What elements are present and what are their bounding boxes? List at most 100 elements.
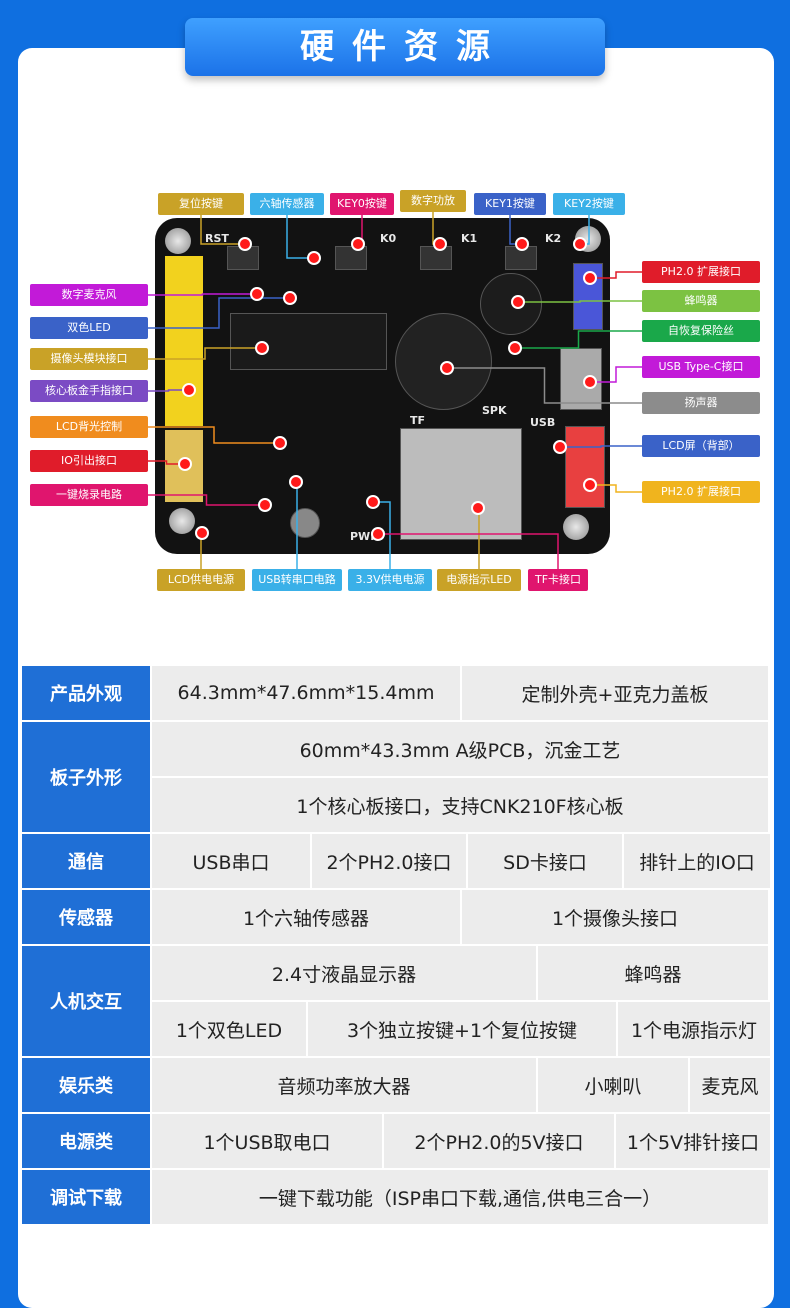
marker-dot-lcdbl xyxy=(273,436,287,450)
marker-dot-key2 xyxy=(573,237,587,251)
label-amp: 数字功放 xyxy=(400,190,466,212)
silk-rst: RST xyxy=(205,232,229,245)
pin-header-top xyxy=(165,256,203,426)
label-io: IO引出接口 xyxy=(30,450,148,472)
table-cell: 60mm*43.3mm A级PCB，沉金工艺 xyxy=(152,722,768,776)
label-typec: USB Type-C接口 xyxy=(642,356,760,378)
table-header: 调试下载 xyxy=(22,1170,150,1224)
table-cell: 定制外壳+亚克力盖板 xyxy=(462,666,768,720)
silk-spk: SPK xyxy=(482,404,507,417)
table-cell: 音频功率放大器 xyxy=(152,1058,536,1112)
callout-line-cam xyxy=(148,347,262,360)
callout-line-tf xyxy=(378,533,559,569)
silk-usb: USB xyxy=(530,416,556,429)
core-board-slot xyxy=(230,313,387,370)
callout-line-ph1 xyxy=(590,271,642,279)
table-header: 人机交互 xyxy=(22,946,150,1056)
table-cell: 小喇叭 xyxy=(538,1058,688,1112)
marker-dot-led2 xyxy=(283,291,297,305)
label-lcd: LCD屏（背部） xyxy=(642,435,760,457)
callout-line-burn xyxy=(148,494,265,506)
marker-dot-amp xyxy=(433,237,447,251)
marker-dot-key1 xyxy=(515,237,529,251)
marker-dot-key0 xyxy=(351,237,365,251)
label-fuse: 自恢复保险丝 xyxy=(642,320,760,342)
callout-line-typec xyxy=(590,366,642,383)
label-led2: 双色LED xyxy=(30,317,148,339)
callout-line-mic xyxy=(148,293,257,296)
callout-line-lcd xyxy=(560,445,642,448)
screw-icon xyxy=(165,228,191,254)
marker-dot-buzzer xyxy=(511,295,525,309)
marker-dot-ph1 xyxy=(583,271,597,285)
marker-dot-lcd xyxy=(553,440,567,454)
mic-icon xyxy=(290,508,320,538)
marker-dot-reset xyxy=(238,237,252,251)
callout-line-reset xyxy=(200,215,245,245)
table-cell: 1个摄像头接口 xyxy=(462,890,768,944)
label-v33: 3.3V供电电源 xyxy=(348,569,432,591)
table-header: 传感器 xyxy=(22,890,150,944)
table-cell: 2个PH2.0接口 xyxy=(312,834,466,888)
callout-line-led2 xyxy=(148,297,290,329)
table-header: 产品外观 xyxy=(22,666,150,720)
callout-line-imu xyxy=(286,215,314,259)
label-lcdbl: LCD背光控制 xyxy=(30,416,148,438)
marker-dot-burn xyxy=(258,498,272,512)
silk-k2: K2 xyxy=(545,232,562,245)
silk-k1: K1 xyxy=(461,232,478,245)
callout-line-fuse xyxy=(515,330,642,349)
label-key2: KEY2按键 xyxy=(553,193,625,215)
tf-card-slot xyxy=(400,428,522,540)
callout-line-buzzer xyxy=(518,300,642,303)
silk-tf: TF xyxy=(410,414,426,427)
label-buzzer: 蜂鸣器 xyxy=(642,290,760,312)
label-key0: KEY0按键 xyxy=(330,193,394,215)
table-cell: 麦克风 xyxy=(690,1058,770,1112)
label-pwrled: 电源指示LED xyxy=(437,569,521,591)
table-header: 板子外形 xyxy=(22,722,150,832)
label-ph1: PH2.0 扩展接口 xyxy=(642,261,760,283)
ph-connector-red xyxy=(565,426,605,508)
label-imu: 六轴传感器 xyxy=(250,193,324,215)
marker-dot-tf xyxy=(371,527,385,541)
callout-line-pwrled xyxy=(478,507,480,569)
marker-dot-imu xyxy=(307,251,321,265)
table-cell: 1个电源指示灯 xyxy=(618,1002,770,1056)
marker-dot-cam xyxy=(255,341,269,355)
table-header: 娱乐类 xyxy=(22,1058,150,1112)
board-image: RST K0 K1 K2 USB SPK TF PWR xyxy=(155,218,610,554)
callout-line-io xyxy=(148,460,185,465)
label-burn: 一键烧录电路 xyxy=(30,484,148,506)
label-tf: TF卡接口 xyxy=(528,569,588,591)
marker-dot-ph2 xyxy=(583,478,597,492)
table-cell: SD卡接口 xyxy=(468,834,622,888)
callout-line-spk xyxy=(447,367,642,404)
marker-dot-lcdpwr xyxy=(195,526,209,540)
callout-line-lcdbl xyxy=(148,426,280,444)
callout-line-usbser xyxy=(296,481,298,569)
table-cell: 蜂鸣器 xyxy=(538,946,768,1000)
table-cell: 排针上的IO口 xyxy=(624,834,770,888)
marker-dot-mic xyxy=(250,287,264,301)
marker-dot-core xyxy=(182,383,196,397)
table-header: 通信 xyxy=(22,834,150,888)
callout-line-ph2 xyxy=(590,484,642,493)
label-lcdpwr: LCD供电电源 xyxy=(157,569,245,591)
label-reset: 复位按键 xyxy=(158,193,244,215)
table-cell: 1个核心板接口，支持CNK210F核心板 xyxy=(152,778,768,832)
key0 xyxy=(335,246,367,270)
marker-dot-typec xyxy=(583,375,597,389)
table-cell: 1个双色LED xyxy=(152,1002,306,1056)
table-cell: 1个5V排针接口 xyxy=(616,1114,770,1168)
table-cell: 一键下载功能（ISP串口下载,通信,供电三合一） xyxy=(152,1170,768,1224)
marker-dot-usbser xyxy=(289,475,303,489)
table-cell: 2个PH2.0的5V接口 xyxy=(384,1114,614,1168)
marker-dot-v33 xyxy=(366,495,380,509)
marker-dot-fuse xyxy=(508,341,522,355)
screw-icon xyxy=(169,508,195,534)
label-core: 核心板金手指接口 xyxy=(30,380,148,402)
table-cell: 2.4寸液晶显示器 xyxy=(152,946,536,1000)
label-mic: 数字麦克风 xyxy=(30,284,148,306)
table-cell: 1个USB取电口 xyxy=(152,1114,382,1168)
